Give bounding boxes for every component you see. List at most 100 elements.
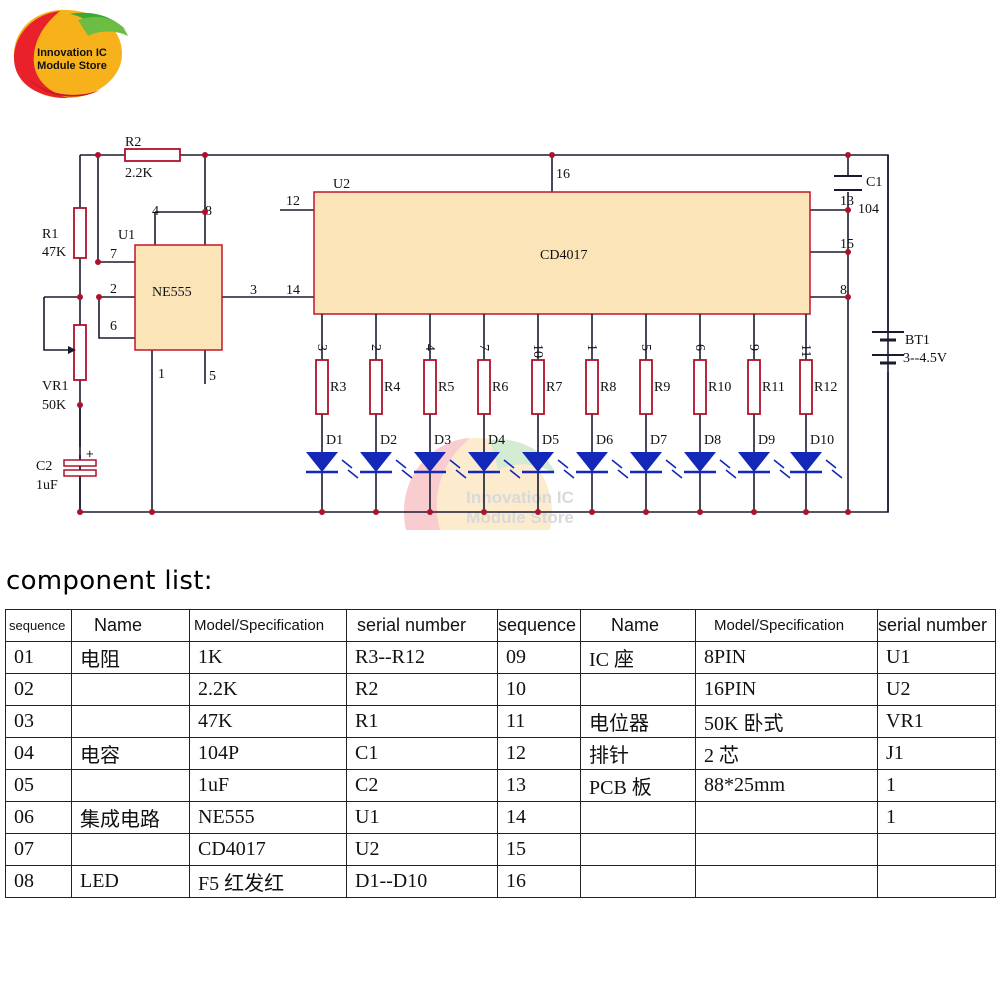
ic1-pin-2: 2 xyxy=(110,282,117,297)
table-cell: 电容 xyxy=(71,737,190,770)
logo-text-line1: Innovation IC xyxy=(37,47,107,59)
vr1-value: 50K xyxy=(42,398,66,413)
header-name: Name xyxy=(71,609,190,642)
ic1-ref: U1 xyxy=(118,228,135,243)
c1-ref: C1 xyxy=(866,175,882,190)
ic1-pin-5: 5 xyxy=(209,369,216,384)
table-cell: U2 xyxy=(346,833,498,866)
table-cell: C2 xyxy=(346,769,498,802)
led-icon xyxy=(684,452,716,472)
table-cell: 16PIN xyxy=(695,673,878,706)
ic2-output-pin: 10 xyxy=(530,344,545,358)
ic2-pin-16: 16 xyxy=(556,167,570,182)
table-cell: R3--R12 xyxy=(346,641,498,674)
led-icon xyxy=(738,452,770,472)
c2-value: 1uF xyxy=(36,478,58,493)
ic2-pin-14: 14 xyxy=(286,283,300,298)
light-ray-icon xyxy=(611,459,629,479)
ic2-output-pin: 9 xyxy=(746,344,761,351)
junction-dot xyxy=(535,509,541,515)
component-list-title: component list: xyxy=(6,566,213,596)
table-cell: 集成电路 xyxy=(71,801,190,834)
logo-text-line2: Module Store xyxy=(37,60,107,72)
circuit-schematic: Innovation IC Module Store R2 2.2K R1 47… xyxy=(36,135,947,530)
header-serial: serial number xyxy=(346,609,498,642)
table-cell: 09 xyxy=(497,641,581,674)
table-cell: J1 xyxy=(877,737,996,770)
table-cell: 8PIN xyxy=(695,641,878,674)
capacitor-c1 xyxy=(834,175,862,191)
table-cell xyxy=(695,865,878,898)
junction-dot xyxy=(845,509,851,515)
table-cell: F5 红发红 xyxy=(189,865,347,898)
light-ray-icon xyxy=(341,459,359,479)
net-label: 3 xyxy=(250,283,257,298)
junction-dot xyxy=(96,294,102,300)
battery-bt1 xyxy=(872,331,904,365)
table-cell: 04 xyxy=(5,737,72,770)
table-cell: CD4017 xyxy=(189,833,347,866)
resistor-ref: R3 xyxy=(330,380,346,395)
ic2-output-pin: 2 xyxy=(368,344,383,351)
junction-dot xyxy=(95,259,101,265)
junction-dot xyxy=(803,509,809,515)
junction-dot xyxy=(77,294,83,300)
header-model: Model/Specification xyxy=(189,609,347,642)
led-ref: D10 xyxy=(810,433,834,448)
table-cell xyxy=(580,801,696,834)
r2-value: 2.2K xyxy=(125,166,153,181)
ic2-output-pin: 4 xyxy=(422,344,437,351)
junction-dot xyxy=(481,509,487,515)
ic2-pin-12: 12 xyxy=(286,194,300,209)
ic1-pin-8: 8 xyxy=(205,204,212,219)
table-cell: 电阻 xyxy=(71,641,190,674)
led-ref: D5 xyxy=(542,433,559,448)
ic-cd4017 xyxy=(313,191,811,315)
header-sequence: sequence xyxy=(5,609,72,642)
resistor-r2 xyxy=(124,148,181,162)
ic-ne555 xyxy=(134,244,223,351)
table-cell: 1K xyxy=(189,641,347,674)
led-icon xyxy=(790,452,822,472)
potentiometer-vr1 xyxy=(73,324,87,381)
r1-value: 47K xyxy=(42,245,66,260)
table-cell: U1 xyxy=(877,641,996,674)
resistor-ref: R12 xyxy=(814,380,837,395)
table-cell: 104P xyxy=(189,737,347,770)
resistor xyxy=(369,359,383,415)
led-icon xyxy=(576,452,608,472)
ic1-part: NE555 xyxy=(152,285,192,300)
ic1-pin-4: 4 xyxy=(152,204,159,219)
resistor-r1 xyxy=(73,207,87,259)
junction-dot xyxy=(845,152,851,158)
resistor-ref: R4 xyxy=(384,380,400,395)
led-ref: D7 xyxy=(650,433,667,448)
table-cell xyxy=(695,833,878,866)
bt1-ref: BT1 xyxy=(905,333,930,348)
table-cell: 12 xyxy=(497,737,581,770)
led-icon xyxy=(360,452,392,472)
table-cell: 08 xyxy=(5,865,72,898)
junction-dot xyxy=(845,249,851,255)
led-ref: D9 xyxy=(758,433,775,448)
junction-dot xyxy=(643,509,649,515)
resistor xyxy=(799,359,813,415)
ic2-output-pin: 6 xyxy=(692,344,707,351)
header-serial-2: serial number xyxy=(877,609,996,642)
resistor-ref: R7 xyxy=(546,380,562,395)
resistor xyxy=(639,359,653,415)
table-cell: 电位器 xyxy=(580,705,696,738)
table-cell: LED xyxy=(71,865,190,898)
bt1-value: 3--4.5V xyxy=(903,351,947,366)
table-cell: 11 xyxy=(497,705,581,738)
table-cell: NE555 xyxy=(189,801,347,834)
r2-ref: R2 xyxy=(125,135,141,150)
junction-dot xyxy=(77,509,83,515)
